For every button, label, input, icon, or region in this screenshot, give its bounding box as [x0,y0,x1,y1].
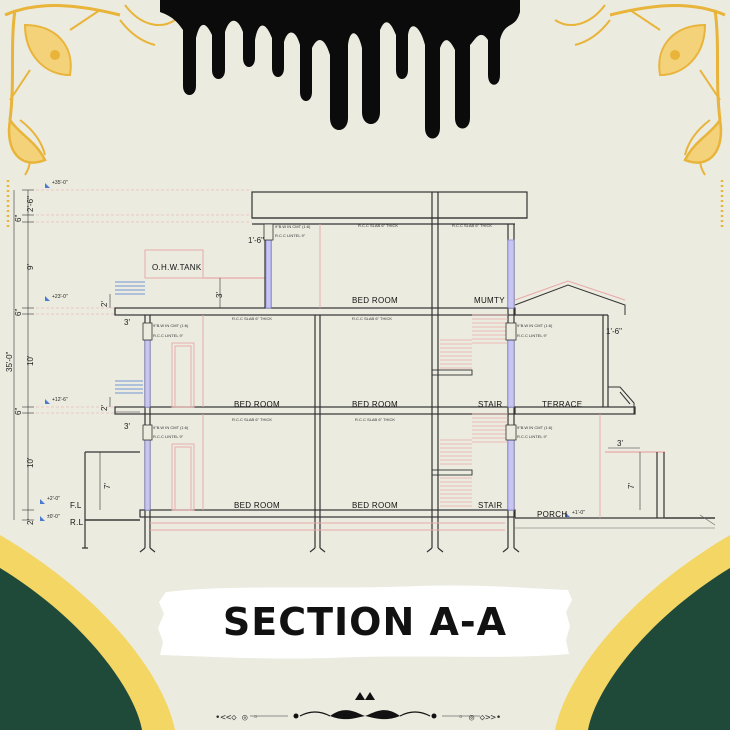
note-lintel-2r: R.C.C LINTEL 9" [517,333,548,338]
rl-label: R.L [70,518,84,527]
dim-3-right: 3' [617,439,623,448]
label-bed-room-gb: BED ROOM [352,501,398,510]
dim-9: 9' [26,264,35,270]
corner-ornament-left-icon [4,4,176,176]
level-marker-icon [45,183,50,188]
dim-10-a: 10' [26,355,35,366]
note-brick-top: 9"B.W IN CMT (1:6) [275,224,311,229]
label-ohw-tank: O.H.W.TANK [152,263,202,272]
note-lintel-1r: R.C.C LINTEL 9" [517,434,548,439]
note-brick-1r: 9"B.W IN CMT (1:6) [517,425,553,430]
note-slab-1b: R.C.C SLAB 6" THICK [355,417,395,422]
dim-6-top: 6" [14,215,23,222]
note-slab-top-1: R.C.C SLAB 6" THICK [358,223,398,228]
footer-ornament-icon [250,692,480,720]
level-markers: +35'-0" +23'-0" +12'-6" +2'-0" ±0'-0" F.… [40,180,585,527]
inner-dimension-lines [99,278,641,510]
bottom-corner-band [0,535,730,730]
dim-6-b: 6" [14,408,23,415]
label-bed-room-1b: BED ROOM [352,400,398,409]
level-first-floor: +12'-6" [52,397,68,403]
note-slab-1a: R.C.C SLAB 6" THICK [232,417,272,422]
label-bed-room-top: BED ROOM [352,296,398,305]
dim-7-left: 7' [103,483,112,489]
dim-2-6: 2'-6" [26,196,35,212]
label-bed-room-1a: BED ROOM [234,400,280,409]
dim-6-a: 6" [14,309,23,316]
dim-7-right: 7' [627,483,636,489]
level-second-floor: +23'-0" [52,294,68,300]
dim-2-upper: 2' [100,301,109,307]
pink-details [150,224,601,531]
fl-label: F.L [70,501,82,510]
label-stair-1: STAIR [478,400,502,409]
note-slab-top-2: R.C.C SLAB 6" THICK [452,223,492,228]
label-terrace: TERRACE [542,400,582,409]
label-stair-g: STAIR [478,501,502,510]
dim-2: 2' [26,519,35,525]
note-lintel-1l: R.C.C LINTEL 9" [153,434,184,439]
note-lintel-2l: R.C.C LINTEL 9" [153,333,184,338]
lintels [142,223,517,441]
note-slab-2b: R.C.C SLAB 6" THICK [352,316,392,321]
note-brick-1l: 9"B.W IN CMT (1:6) [153,425,189,430]
balcony-rails [115,380,143,394]
level-road: ±0'-0" [47,514,60,520]
dim-2-lower: 2' [100,405,109,411]
level-marker-icon [565,512,570,517]
title-banner [158,585,572,659]
dim-1-6-right: 1'-6" [606,327,622,336]
label-mumty: MUMTY [474,296,505,305]
level-top: +35'-0" [52,180,68,186]
section-title: SECTION A-A [223,600,507,644]
corner-ornament-right-icon [554,4,726,176]
level-floor: +2'-0" [47,496,60,502]
note-slab-2a: R.C.C SLAB 6" THICK [232,316,272,321]
level-marker-icon [40,516,45,521]
dim-3-upper: 3' [124,318,130,327]
paint-drip-icon [160,0,520,139]
label-porch: PORCH [537,510,567,519]
note-brick-2r: 9"B.W IN CMT (1:6) [517,323,553,328]
note-lintel-top: R.C.C LINTEL 9" [275,233,306,238]
side-scroll-ornament-icon [6,116,724,230]
label-bed-room-ga: BED ROOM [234,501,280,510]
level-marker-icon [45,399,50,404]
footer-left-deco: •<<◇ ◎ ◦ [215,713,258,723]
left-dimension-column [13,189,252,521]
footer-right-deco: ◦ ◎ ◇>>• [458,713,501,723]
level-porch: +1'-0" [572,510,585,516]
level-marker-icon [45,296,50,301]
note-brick-2l: 9"B.W IN CMT (1:6) [153,323,189,328]
dim-10-b: 10' [26,457,35,468]
dim-3-tank: 3' [215,292,224,298]
dim-1-6-top: 1'-6" [248,236,264,245]
level-marker-icon [40,499,45,504]
dim-overall: 35'-0" [5,351,14,372]
dim-3-lower: 3' [124,422,130,431]
